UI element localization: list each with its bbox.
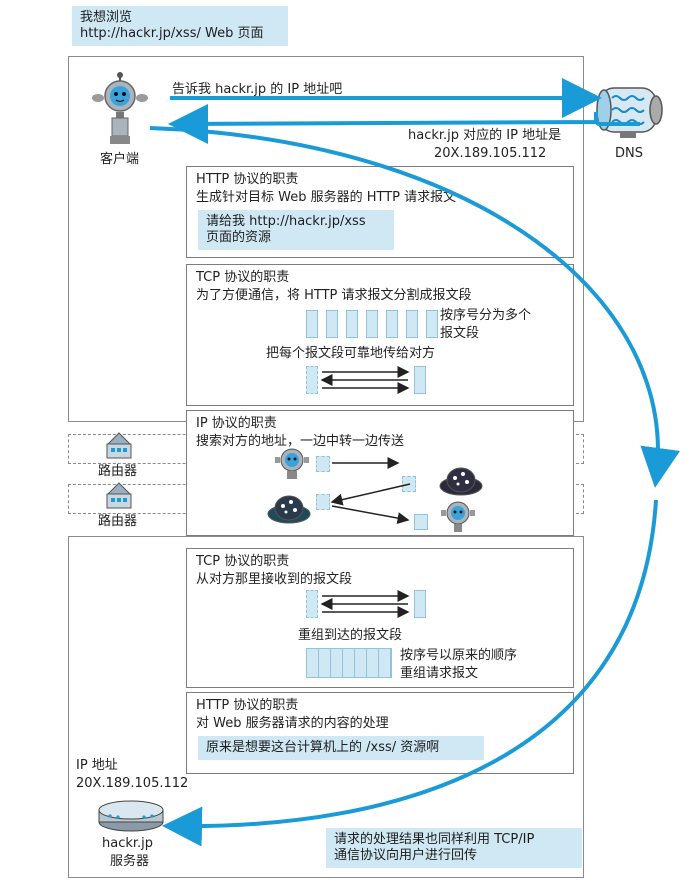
incoming-segment: [306, 590, 318, 618]
client-speech-bubble: 我想浏览 http://hackr.jp/xss/ Web 页面: [72, 6, 288, 46]
segment: [386, 310, 398, 338]
http-server-title: HTTP 协议的职责: [196, 698, 299, 713]
router-label-1: 路由器: [98, 464, 138, 479]
http-client-note: 请给我 http://hackr.jp/xss 页面的资源: [198, 210, 394, 250]
tcp-order-note-2: 重组请求报文: [400, 666, 479, 681]
tcp-segment-note-1: 按序号分为多个: [440, 308, 532, 323]
ip-ufo-icon-left: [266, 490, 312, 526]
router-label-2: 路由器: [98, 514, 138, 529]
segment: [346, 310, 358, 338]
tcp-reassemble-text: 重组到达的报文段: [298, 628, 403, 643]
segment: [366, 310, 378, 338]
segment: [326, 310, 338, 338]
dns-server-icon: [594, 84, 666, 140]
http-server-note: 原来是想要这台计算机上的 /xss/ 资源啊: [198, 736, 484, 760]
ip-packet: [414, 514, 428, 530]
arrived-segment: [414, 590, 426, 618]
ip-server-robot-icon: [438, 500, 478, 534]
server-response-note: 请求的处理结果也同样利用 TCP/IP 通信协议向用户进行回传: [326, 828, 582, 868]
ip-packet: [316, 494, 330, 510]
dns-query-text: 告诉我 hackr.jp 的 IP 地址吧: [172, 82, 343, 97]
bubble-line-1: 我想浏览: [80, 10, 133, 25]
server-ip-label-2: 20X.189.105.112: [76, 776, 189, 791]
router-icon: [102, 482, 136, 512]
tcp-order-note-1: 按序号以原来的顺序: [400, 648, 518, 663]
dns-reply-line-1: hackr.jp 对应的 IP 地址是: [408, 128, 562, 143]
dns-reply-line-2: 20X.189.105.112: [434, 146, 547, 161]
ip-packet: [316, 456, 330, 472]
server-name-1: hackr.jp: [102, 836, 154, 851]
server-name-2: 服务器: [110, 854, 150, 869]
http-client-title: HTTP 协议的职责: [196, 172, 299, 187]
http-server-desc: 对 Web 服务器请求的内容的处理: [196, 716, 389, 731]
router-icon: [102, 432, 136, 462]
segment: [426, 310, 438, 338]
response-note-line-2: 通信协议向用户进行回传: [334, 848, 478, 863]
tcp-server-title: TCP 协议的职责: [196, 554, 290, 569]
tcp-client-title: TCP 协议的职责: [196, 270, 290, 285]
http-client-note-line-2: 页面的资源: [206, 230, 272, 245]
http-client-note-line-1: 请给我 http://hackr.jp/xss: [206, 214, 366, 229]
client-robot-icon: [88, 72, 152, 152]
client-label: 客户端: [100, 152, 140, 167]
reassembled-message: [306, 648, 392, 678]
tcp-server-desc: 从对方那里接收到的报文段: [196, 572, 353, 587]
response-note-line-1: 请求的处理结果也同样利用 TCP/IP: [334, 832, 535, 847]
ip-packet: [402, 476, 416, 492]
ip-title: IP 协议的职责: [196, 416, 277, 431]
dns-label: DNS: [615, 146, 643, 161]
tcp-segment-note-2: 报文段: [440, 326, 480, 341]
ip-ufo-icon-right: [438, 462, 484, 498]
tcp-client-desc: 为了方便通信，将 HTTP 请求报文分割成报文段: [196, 288, 472, 303]
received-segment: [414, 366, 426, 394]
server-ip-label-1: IP 地址: [76, 758, 118, 773]
tcp-transfer-note: 把每个报文段可靠地传给对方: [266, 346, 436, 361]
segment: [406, 310, 418, 338]
sent-segment: [306, 366, 318, 394]
ip-robot-icon: [272, 446, 312, 482]
server-icon: [96, 798, 166, 832]
segment: [306, 310, 318, 338]
http-client-desc: 生成针对目标 Web 服务器的 HTTP 请求报文: [196, 190, 457, 205]
bubble-line-2: http://hackr.jp/xss/ Web 页面: [80, 26, 264, 41]
